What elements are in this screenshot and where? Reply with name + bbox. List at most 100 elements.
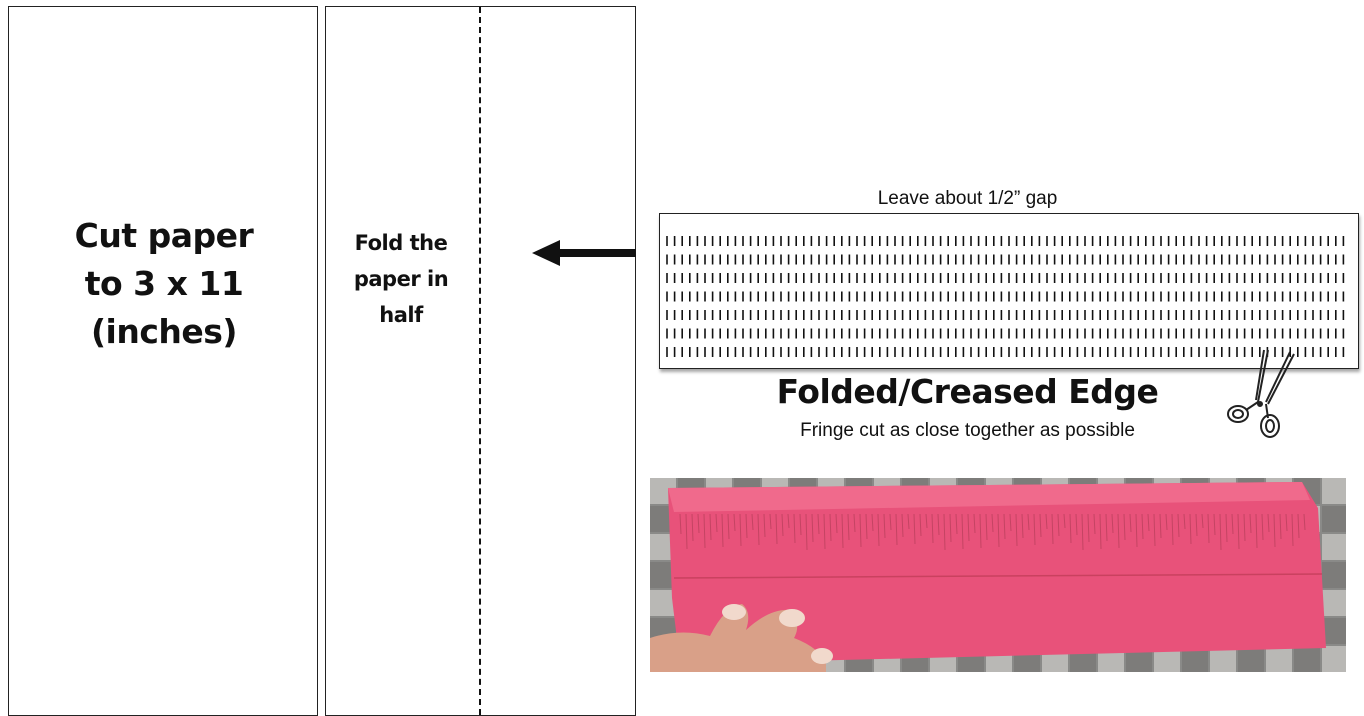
photo-fringe-line xyxy=(1051,513,1054,545)
photo-fringe-line xyxy=(1237,513,1240,550)
photo-fringe-line xyxy=(907,513,910,530)
photo-fringe-line xyxy=(691,513,694,542)
photo-fringe-line xyxy=(1231,513,1234,535)
photo-fringe-line xyxy=(1303,513,1306,531)
photo-fringe-line xyxy=(757,513,760,546)
photo-fringe-line xyxy=(733,513,736,532)
photo-fringe-line xyxy=(967,513,970,542)
photo-fringe-line xyxy=(925,513,928,529)
fringe-strip-diagram xyxy=(659,213,1359,369)
photo-fringe-line xyxy=(763,513,766,538)
photo-fringe-line xyxy=(901,513,904,538)
photo-fringe-line xyxy=(943,513,946,551)
photo-fringe-line xyxy=(1087,513,1090,543)
photo-fringe-line xyxy=(1135,513,1138,548)
photo-fringe-line xyxy=(829,513,832,542)
photo-fringe-line xyxy=(823,513,826,550)
cut-paper-instruction: Cut paper to 3 x 11 (inches) xyxy=(74,216,254,351)
mat-tile xyxy=(1322,590,1346,616)
photo-fringe-line xyxy=(1207,513,1210,544)
photo-fringe-line xyxy=(1039,513,1042,538)
photo-fringe-line xyxy=(811,513,814,543)
photo-fringe-line xyxy=(1189,513,1192,545)
photo-fringe-line xyxy=(1171,513,1174,546)
photo-fringe-line xyxy=(1159,513,1162,539)
photo-fringe-line xyxy=(1027,513,1030,531)
photo-fringe-line xyxy=(679,513,682,535)
photo-fringe-line xyxy=(919,513,922,537)
fringe-cut-note: Fringe cut as close together as possible xyxy=(800,420,1135,441)
photo-fringe-line xyxy=(1021,513,1024,539)
mat-tile xyxy=(1294,646,1320,672)
scissors-icon xyxy=(1227,349,1295,438)
photo-fringe-line xyxy=(1267,513,1270,533)
photo-fringe-line xyxy=(1129,513,1132,533)
photo-fringe-line xyxy=(1279,513,1282,540)
photo-fringe-line xyxy=(1165,513,1168,531)
fringe-cut-lines xyxy=(666,236,1345,357)
photo-fringe-line xyxy=(1057,513,1060,537)
mat-tile xyxy=(1266,646,1292,672)
photo-fringe-line xyxy=(751,513,754,531)
photo-fringe-line xyxy=(889,513,892,531)
photo-fringe-line xyxy=(973,513,976,534)
photo-fringe-line xyxy=(859,513,862,548)
mat-tile xyxy=(1322,534,1346,560)
photo-fringe-line xyxy=(1177,513,1180,538)
photo-fringe-line xyxy=(841,513,844,549)
photo-fringe-line xyxy=(709,513,712,541)
photo-fringe-line xyxy=(769,513,772,530)
photo-fringe-line xyxy=(787,513,790,529)
photo-fringe-line xyxy=(1273,513,1276,548)
photo-fringe-line xyxy=(1117,513,1120,549)
photo-fringe-line xyxy=(1003,513,1006,540)
photo-fringe-line xyxy=(985,513,988,541)
photo-fringe-line xyxy=(1105,513,1108,542)
photo-fringe-line xyxy=(997,513,1000,548)
photo-fringe-line xyxy=(1225,513,1228,543)
photo-fringe-line xyxy=(1033,513,1036,546)
photo-fringe-line xyxy=(895,513,898,546)
photo-fringe-line xyxy=(1195,513,1198,537)
photo-fringe-line xyxy=(883,513,886,539)
photo-fringe-line xyxy=(1099,513,1102,550)
photo-fringe-line xyxy=(1045,513,1048,530)
photo-fringe-line xyxy=(697,513,700,534)
mat-tile xyxy=(1322,618,1346,644)
mat-tile xyxy=(1322,506,1346,532)
photo-fringe-line xyxy=(871,513,874,532)
photo-fringe-line xyxy=(745,513,748,539)
photo-fringe-line xyxy=(991,513,994,533)
photo-fringe-line xyxy=(793,513,796,544)
photo-fringe-line xyxy=(1111,513,1114,534)
photo-fringe-line xyxy=(961,513,964,550)
photo-fringe-line xyxy=(949,513,952,543)
photo-fringe-line xyxy=(1255,513,1258,549)
photo-fringe-line xyxy=(1291,513,1294,547)
photo-fringe-line xyxy=(1183,513,1186,530)
photo-fringe-line xyxy=(1123,513,1126,541)
photo-fringe-line xyxy=(739,513,742,547)
photo-fringe-line xyxy=(931,513,934,544)
photo-fringe-line xyxy=(781,513,784,537)
photo-fringe-line xyxy=(817,513,820,535)
photo-fringe-line xyxy=(1249,513,1252,534)
photo-fringe-line xyxy=(979,513,982,549)
photo-fringe-line xyxy=(1141,513,1144,540)
photo-fringe-line xyxy=(1285,513,1288,532)
photo-fringe-line xyxy=(1213,513,1216,536)
photo-fringe-line xyxy=(1093,513,1096,535)
photo-fringe-line xyxy=(1075,513,1078,536)
mat-tile xyxy=(1322,562,1346,588)
fold-dashed-line xyxy=(479,7,481,715)
photo-fringe-line xyxy=(1015,513,1018,547)
mat-tile xyxy=(650,590,676,616)
fringed-paper-photo xyxy=(650,478,1346,672)
mat-tile xyxy=(1238,646,1264,672)
photo-fringe-line xyxy=(853,513,856,533)
photo-fringe-line xyxy=(1069,513,1072,544)
photo-fringe-line xyxy=(847,513,850,541)
photo-fringe-line xyxy=(955,513,958,535)
photo-fringe-line xyxy=(1297,513,1300,539)
gap-instruction: Leave about 1/2” gap xyxy=(877,188,1058,209)
